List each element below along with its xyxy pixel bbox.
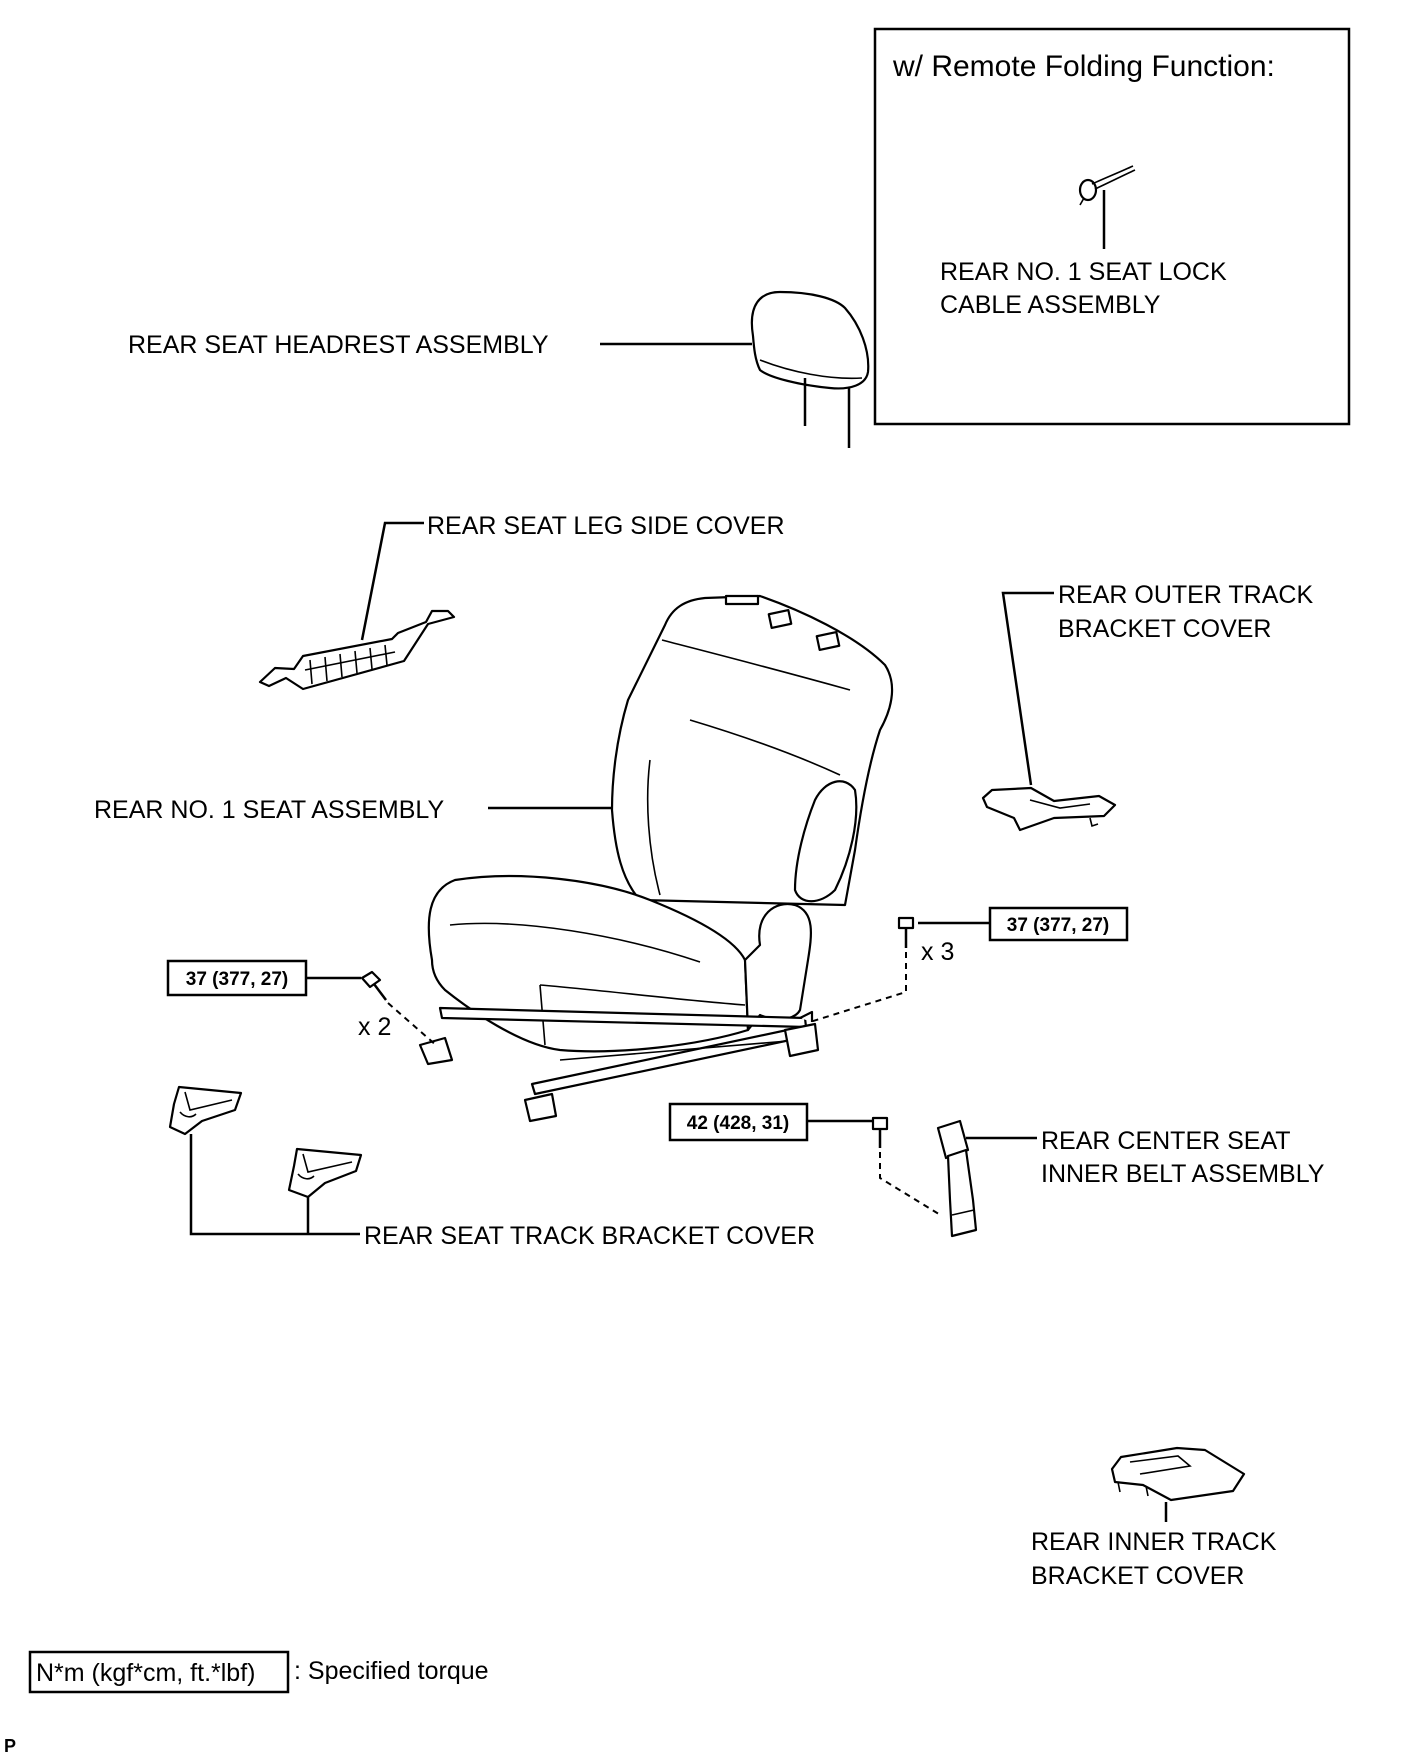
torque-callout-belt: 42 (428, 31)	[668, 1102, 943, 1217]
torque-qty-right: x 3	[921, 938, 954, 966]
belt-assembly-label-line1: REAR CENTER SEAT	[1041, 1127, 1291, 1155]
bolt-path-belt	[879, 1152, 943, 1217]
inner-track-cover-illustration	[1110, 1446, 1246, 1502]
outer-track-cover-label-line2: BRACKET COVER	[1058, 615, 1271, 643]
headrest-illustration	[750, 290, 870, 448]
outer-track-cover-illustration	[981, 786, 1117, 832]
torque-value-belt: 42 (428, 31)	[687, 1113, 789, 1134]
belt-assembly-label-line2: INNER BELT ASSEMBLY	[1041, 1160, 1325, 1188]
bolt-icon-right	[897, 916, 915, 948]
seat-illustration	[418, 594, 894, 1123]
bolt-icon-left	[360, 970, 387, 1001]
outer-track-cover-group: REAR OUTER TRACK BRACKET COVER	[981, 581, 1313, 832]
inner-track-cover-group: REAR INNER TRACK BRACKET COVER	[1031, 1446, 1277, 1590]
cable-label-line1: REAR NO. 1 SEAT LOCK	[940, 258, 1227, 286]
seat-lock-cable-icon	[1078, 165, 1136, 206]
torque-callout-right: 37 (377, 27) x 3	[809, 906, 1129, 1023]
track-bracket-cover-group: REAR SEAT TRACK BRACKET COVER	[168, 1085, 815, 1250]
leg-side-cover-group: REAR SEAT LEG SIDE COVER	[258, 512, 785, 691]
torque-value-left: 37 (377, 27)	[186, 969, 288, 990]
torque-qty-left: x 2	[358, 1013, 391, 1041]
leg-side-cover-leader-line	[360, 521, 424, 641]
headrest-group: REAR SEAT HEADREST ASSEMBLY	[128, 290, 870, 448]
track-bracket-cover-label: REAR SEAT TRACK BRACKET COVER	[364, 1222, 815, 1250]
legend-unit-box	[28, 1650, 290, 1694]
remote-folding-inset: w/ Remote Folding Function: REAR NO. 1 S…	[873, 27, 1351, 426]
legend-unit: N*m (kgf*cm, ft.*lbf)	[36, 1659, 255, 1687]
track-bracket-cover-illustration-1	[168, 1085, 243, 1136]
bolt-path-left	[387, 1002, 438, 1047]
outer-track-cover-leader-line	[1001, 591, 1054, 786]
track-bracket-cover-leader-line	[189, 1134, 360, 1236]
outer-track-cover-label-line1: REAR OUTER TRACK	[1058, 581, 1313, 609]
belt-assembly-group: REAR CENTER SEAT INNER BELT ASSEMBLY	[936, 1119, 1325, 1238]
torque-callout-left: 37 (377, 27) x 2	[166, 959, 438, 1047]
bolt-icon-belt	[871, 1116, 889, 1148]
track-bracket-cover-illustration-2	[287, 1147, 363, 1199]
seat-assembly-group: REAR NO. 1 SEAT ASSEMBLY	[94, 594, 894, 1123]
bolt-path-right	[809, 952, 907, 1023]
inset-frame	[873, 27, 1351, 426]
belt-assembly-illustration	[936, 1119, 978, 1238]
leg-side-cover-illustration	[258, 609, 456, 691]
legend-description: : Specified torque	[294, 1657, 489, 1685]
figure-code: P	[4, 1736, 16, 1756]
torque-box-belt	[668, 1102, 809, 1142]
seat-assembly-label: REAR NO. 1 SEAT ASSEMBLY	[94, 796, 444, 824]
cable-label-line2: CABLE ASSEMBLY	[940, 291, 1161, 319]
headrest-label: REAR SEAT HEADREST ASSEMBLY	[128, 331, 549, 359]
torque-value-right: 37 (377, 27)	[1007, 915, 1109, 936]
inner-track-cover-label-line1: REAR INNER TRACK	[1031, 1528, 1277, 1556]
torque-legend: N*m (kgf*cm, ft.*lbf) : Specified torque	[28, 1650, 489, 1694]
inset-title: w/ Remote Folding Function:	[892, 50, 1275, 83]
leg-side-cover-label: REAR SEAT LEG SIDE COVER	[427, 512, 785, 540]
inner-track-cover-label-line2: BRACKET COVER	[1031, 1562, 1244, 1590]
